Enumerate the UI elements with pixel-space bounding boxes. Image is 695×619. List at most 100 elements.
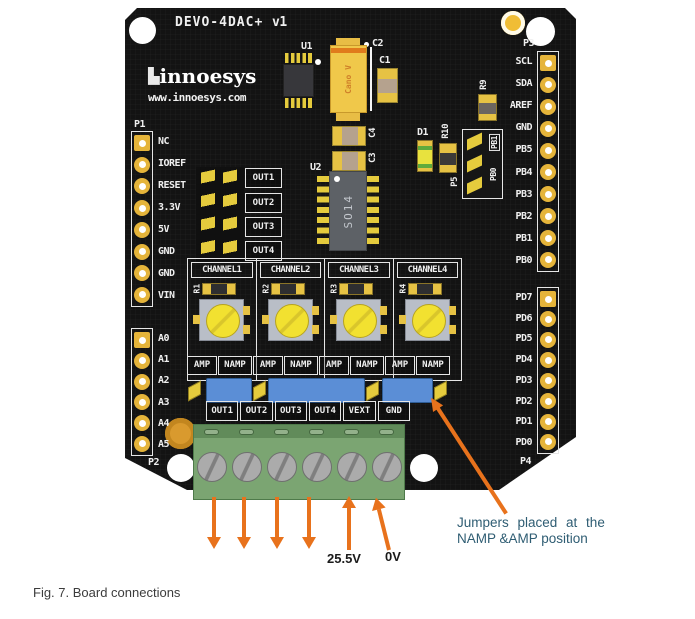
out-jumper-pins-col2 [223, 169, 237, 261]
arrow-shaft [212, 497, 216, 537]
channel-1-name: CHANNEL1 [191, 262, 253, 278]
terminal-screw [336, 452, 367, 482]
pin-label: AREF [509, 100, 533, 112]
pin-pad [540, 208, 556, 225]
out4-output-arrow [302, 497, 316, 549]
header-p1-label: P1 [134, 119, 146, 130]
jumper-note-line2: NAMP &AMP position [457, 530, 588, 546]
pin-label: PD4 [515, 354, 532, 366]
pin-label: PB1 [515, 232, 532, 244]
pot-pad [448, 325, 456, 334]
u2-pins-right [367, 176, 379, 247]
out4-jumper-label: OUT4 [245, 241, 282, 261]
out3-jumper-label: OUT3 [245, 217, 282, 237]
ch4-namp-label: NAMP [416, 356, 450, 375]
pin-pad [540, 393, 556, 410]
r9-label: R9 [479, 80, 489, 90]
pin-label: IOREF [158, 158, 186, 169]
channel-2-name: CHANNEL2 [259, 262, 321, 278]
u1-pins-top [285, 53, 312, 63]
pin-pad [540, 251, 556, 268]
terminal-out3-label: OUT3 [274, 401, 307, 421]
c2-dot [364, 42, 369, 47]
mounting-hole-bottom-left [167, 454, 195, 482]
brand-website: www.innoesys.com [148, 91, 246, 104]
resistor-label: R3 [329, 283, 339, 294]
terminal-gnd-label: GND [377, 401, 410, 421]
pot-pad [448, 306, 456, 315]
pin-pad [134, 156, 150, 173]
c2-marking: Cano V [344, 64, 353, 94]
pot-pad [243, 325, 251, 334]
ch4-amp-label: AMP [385, 356, 415, 375]
u1-pin1-dot [315, 59, 321, 65]
pin-label: 3.3V [158, 202, 181, 213]
resistor-body [202, 282, 236, 295]
pin-label: PD5 [515, 333, 532, 345]
terminal-screw [196, 452, 227, 482]
pot-pad [193, 315, 201, 324]
pin-label: PD1 [515, 416, 532, 428]
pin-pad [134, 200, 150, 217]
out1-output-arrow [207, 497, 221, 549]
ch1-namp-label: NAMP [218, 356, 252, 375]
d1-label: D1 [417, 127, 429, 138]
u2-marking: SO14 [341, 193, 355, 229]
pin-label: PD3 [515, 374, 532, 386]
c2-silk-line [370, 47, 372, 111]
pot-pad [330, 315, 338, 324]
amp-namp-row: AMP NAMP AMP NAMP AMP NAMP AMP NAMP [187, 356, 450, 375]
resistor-body [407, 282, 442, 295]
terminal-out2-label: OUT2 [240, 401, 273, 421]
terminal-screw [301, 452, 332, 482]
c4-label: C4 [368, 128, 378, 138]
screw-terminal-block [193, 424, 405, 500]
board-version: v1 [272, 15, 287, 30]
p5-pin [467, 176, 482, 195]
pin-label: A4 [158, 417, 170, 429]
pot-pad [311, 325, 319, 334]
pin-label: PD2 [515, 395, 532, 407]
pin-pad [540, 164, 556, 181]
pin-pad [540, 433, 556, 450]
channel-2: CHANNEL2 R2 [257, 259, 325, 380]
pin-pad [134, 332, 150, 348]
r10-label: R10 [441, 124, 451, 139]
terminal-screw [231, 452, 262, 482]
ch2-amp-label: AMP [253, 356, 283, 375]
c1-capacitor [377, 68, 398, 103]
out2-output-arrow [237, 497, 251, 549]
header-p3-label: P3 [523, 38, 535, 49]
pin-pad [134, 243, 150, 260]
pin-label: A0 [158, 333, 170, 344]
u2-pin1-dot [334, 176, 340, 182]
out-jumper-pins-col1 [201, 169, 215, 261]
pin-label: PB5 [515, 144, 532, 156]
channel-2-potentiometer [261, 299, 319, 341]
d1-led [417, 140, 433, 172]
pin-label: SCL [515, 56, 532, 67]
pin-pad [134, 352, 150, 369]
header-p1-pads [131, 131, 153, 307]
pin-pad [134, 415, 150, 432]
terminal-screw [371, 452, 402, 482]
mounting-hole-bottom-right [410, 454, 438, 482]
wire-slot [204, 428, 219, 435]
wire-slot [239, 428, 254, 435]
c2-polarity-band [331, 48, 366, 53]
wire-slot [344, 428, 359, 435]
out-jumper-block [196, 167, 244, 263]
out3-output-arrow [270, 497, 284, 549]
pin-label: GND [158, 246, 175, 257]
wire-slot [274, 428, 289, 435]
c3-capacitor [332, 151, 366, 171]
c3-label: C3 [368, 153, 378, 163]
resistor-body [270, 282, 305, 295]
channel-1: CHANNEL1 R1 [188, 259, 257, 380]
ch1-jumper [206, 378, 252, 403]
pin-pad [540, 352, 556, 369]
